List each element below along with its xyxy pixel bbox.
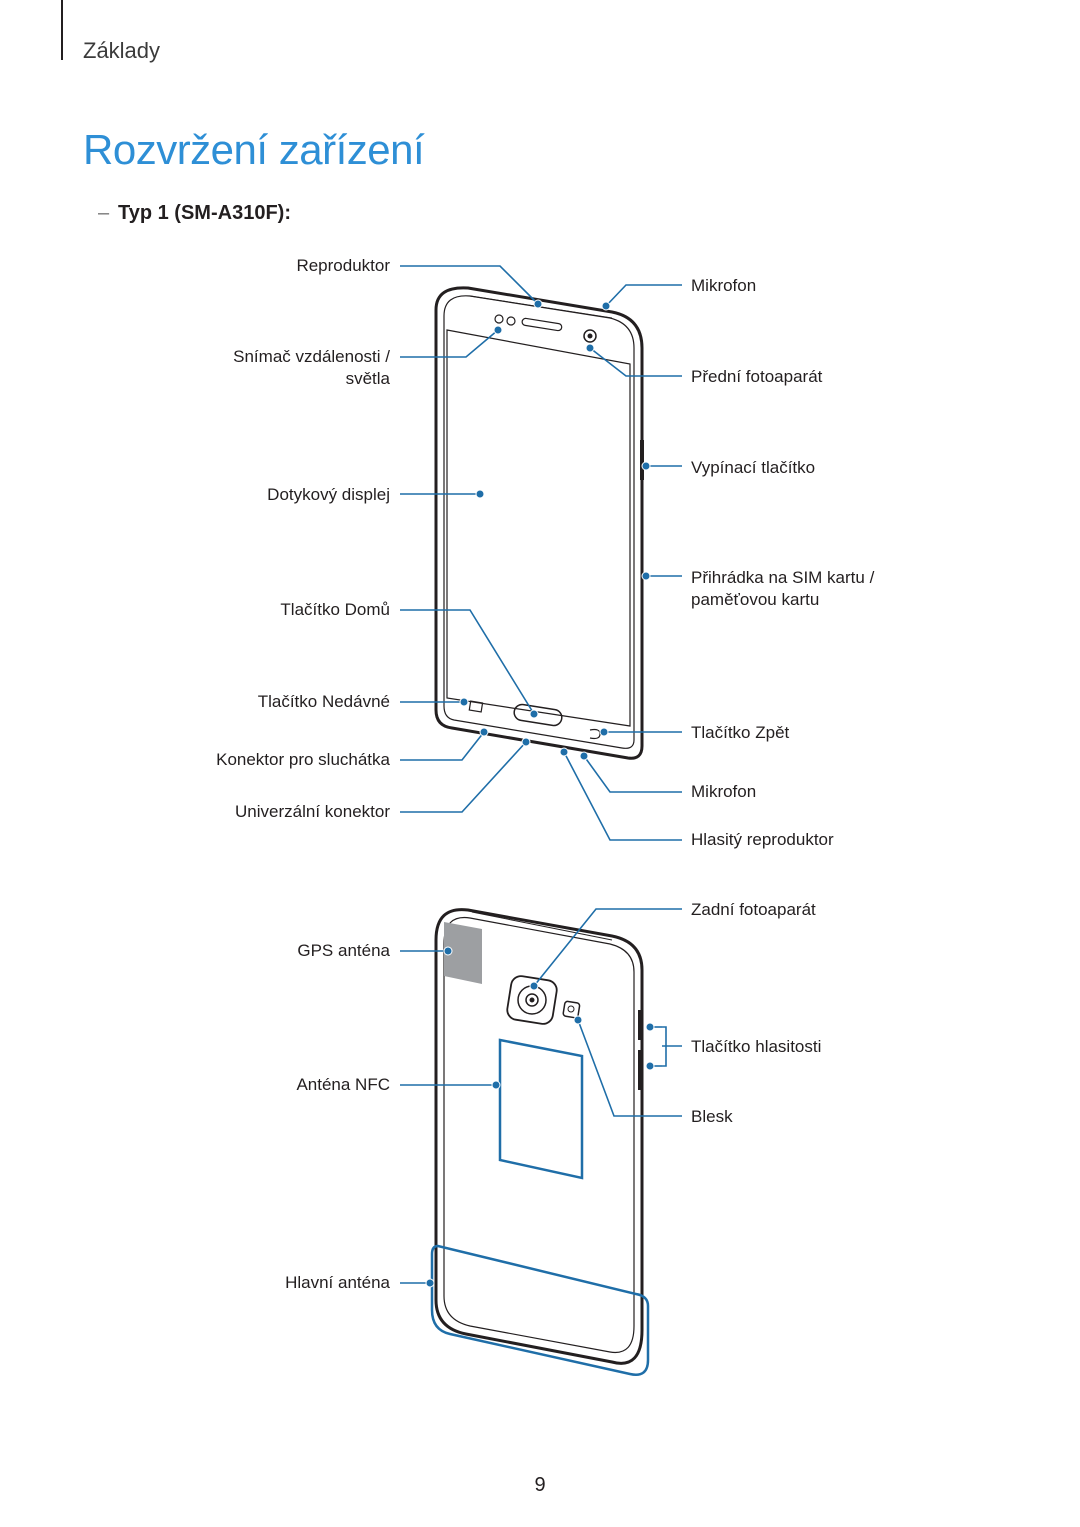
back-key-icon: [589, 728, 601, 740]
label-home-key: Tlačítko Domů: [280, 600, 390, 619]
model-subtitle: – Typ 1 (SM-A310F):: [98, 202, 291, 225]
gps-antenna-area: [444, 922, 482, 984]
label-sim-tray-line1: Přihrádka na SIM kartu /: [691, 568, 875, 587]
label-gps-antenna: GPS anténa: [297, 941, 390, 960]
label-sim-tray-line2: paměťovou kartu: [691, 590, 820, 609]
page-title: Rozvržení zařízení: [83, 126, 425, 173]
label-multipurpose-jack: Univerzální konektor: [235, 802, 390, 821]
callout-dots: [425, 299, 655, 1288]
subtitle-dash: –: [98, 202, 110, 224]
label-rear-camera: Zadní fotoaparát: [691, 900, 816, 919]
label-headset-jack: Konektor pro sluchátka: [216, 750, 390, 769]
sensor-left: [494, 314, 504, 324]
sensor-right: [506, 316, 516, 326]
main-antenna-outline: [430, 1244, 650, 1376]
callout-lines: [400, 265, 682, 1284]
front-phone-bezel: [443, 295, 635, 749]
label-back-key: Tlačítko Zpět: [691, 723, 790, 742]
flash-shape: [562, 1000, 581, 1019]
label-recent-key: Tlačítko Nedávné: [257, 692, 390, 711]
back-phone: [434, 908, 644, 1365]
recent-key-icon: [468, 700, 484, 713]
label-power-key: Vypínací tlačítko: [691, 458, 816, 477]
back-phone-body: [434, 908, 644, 1365]
label-proximity-sensor-line1: Snímač vzdálenosti /: [233, 347, 390, 366]
label-volume-key: Tlačítko hlasitosti: [691, 1037, 822, 1056]
label-front-camera: Přední fotoaparát: [691, 367, 823, 386]
label-nfc-antenna: Anténa NFC: [296, 1075, 390, 1094]
label-proximity-sensor-line2: světla: [345, 369, 390, 388]
home-button-shape: [513, 703, 563, 727]
margin-rule: [61, 0, 63, 60]
front-phone: [434, 286, 644, 760]
front-screen: [446, 329, 631, 727]
front-camera-lens: [583, 329, 597, 343]
label-mic-bottom: Mikrofon: [691, 782, 757, 801]
rear-camera-module: [506, 975, 558, 1025]
label-mic-top: Mikrofon: [691, 276, 757, 295]
nfc-antenna-outline: [498, 1038, 584, 1180]
label-loudspeaker: Hlasitý reproduktor: [691, 830, 834, 849]
page-number: 9: [534, 1474, 546, 1496]
label-flash: Blesk: [691, 1107, 733, 1126]
label-speaker: Reproduktor: [296, 256, 390, 275]
model-label: Typ 1 (SM-A310F):: [118, 202, 291, 224]
label-touchscreen: Dotykový displej: [267, 485, 390, 504]
earpiece-grille: [521, 317, 563, 332]
front-phone-body: [434, 286, 644, 760]
label-main-antenna: Hlavní anténa: [285, 1273, 390, 1292]
section-header: Základy: [83, 38, 161, 63]
